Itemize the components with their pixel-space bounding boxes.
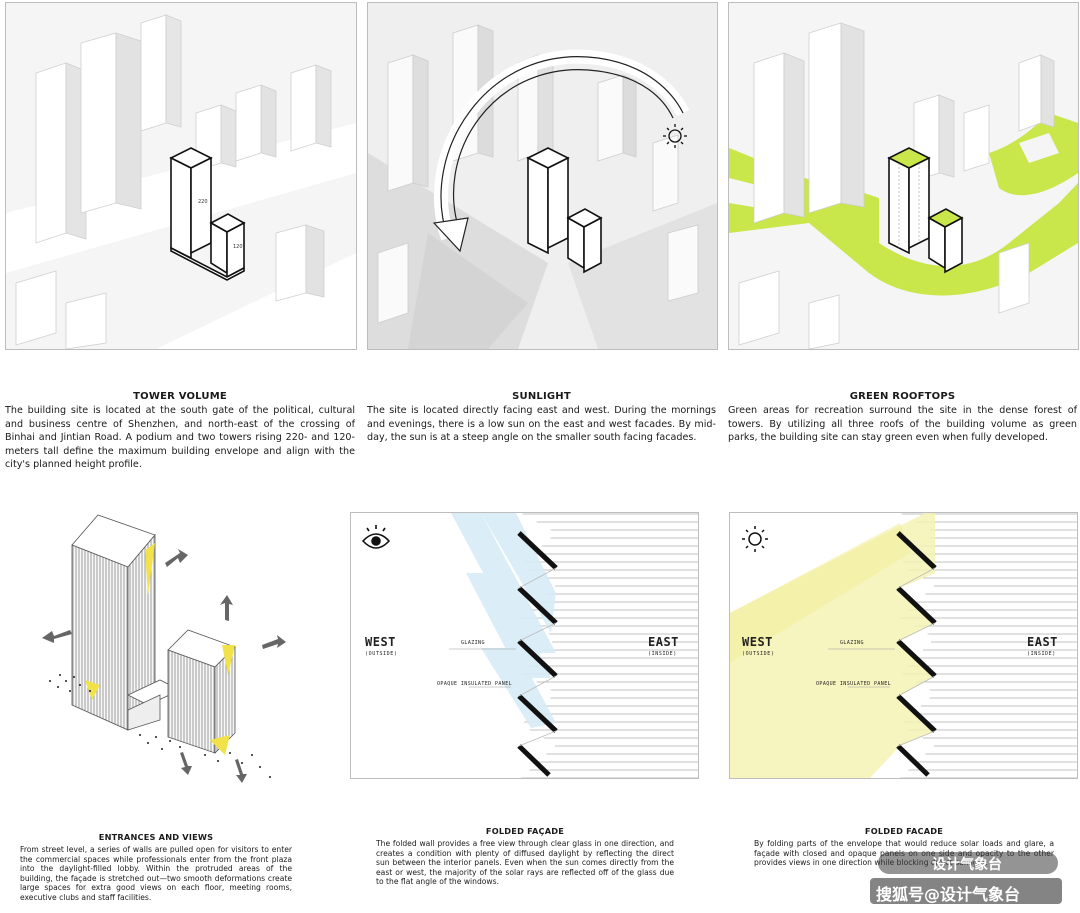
sun-icon (663, 124, 687, 148)
people-dots (49, 674, 271, 778)
folded-facade-sun-panel: WEST (OUTSIDE) EAST (INSIDE) GLAZING OPA… (729, 512, 1078, 779)
east-inside-label: (INSIDE) (1027, 651, 1056, 657)
green-rooftops-illustration (729, 3, 1078, 349)
watermark-bar (870, 878, 1062, 904)
west-outside-label: (OUTSIDE) (365, 651, 398, 657)
glazing-label: GLAZING (840, 640, 864, 646)
folded-facade-view-caption: FOLDED FAÇADE The folded wall provides a… (376, 826, 674, 887)
green-rooftops-caption: GREEN ROOFTOPS Green areas for recreatio… (728, 391, 1077, 445)
tower-volume-caption: TOWER VOLUME The building site is locate… (5, 391, 355, 472)
folded-facade-view-text: The folded wall provides a free view thr… (376, 839, 674, 887)
west-label: WEST (742, 635, 773, 649)
tower-volume-text: The building site is located at the sout… (5, 405, 355, 471)
entrances-views-title: ENTRANCES AND VIEWS (98, 832, 214, 842)
opaque-panel-label: OPAQUE INSULATED PANEL (437, 681, 513, 687)
green-rooftops-text: Green areas for recreation surround the … (728, 405, 1077, 444)
sunlight-panel (367, 2, 718, 350)
entrances-views-text: From street level, a series of walls are… (20, 845, 292, 902)
west-outside-label: (OUTSIDE) (742, 651, 775, 657)
watermark: 设计气象台 搜狐号@设计气象台 (870, 848, 1070, 908)
tower-volume-panel: 220 120 (5, 2, 357, 350)
entrances-views-caption: ENTRANCES AND VIEWS From street level, a… (20, 832, 292, 903)
sun-icon (742, 526, 768, 552)
tower-volume-illustration: 220 120 (6, 3, 356, 349)
opaque-panel-label: OPAQUE INSULATED PANEL (816, 681, 892, 687)
eye-icon (361, 525, 391, 549)
east-label: EAST (1027, 635, 1058, 649)
tower-height-220: 220 (198, 199, 208, 205)
sunlight-text: The site is located directly facing east… (367, 405, 716, 444)
watermark-line2: 搜狐号@设计气象台 (876, 885, 1021, 904)
green-rooftops-title: GREEN ROOFTOPS (849, 391, 956, 402)
sunlight-illustration (368, 3, 717, 349)
east-label: EAST (648, 635, 679, 649)
tower-volume-title: TOWER VOLUME (133, 391, 227, 402)
east-inside-label: (INSIDE) (648, 651, 677, 657)
folded-facade-view-panel: WEST (OUTSIDE) EAST (INSIDE) GLAZING OPA… (350, 512, 699, 779)
watermark-badge (878, 852, 1058, 874)
glazing-label: GLAZING (461, 640, 485, 646)
green-rooftops-panel (728, 2, 1079, 350)
west-label: WEST (365, 635, 396, 649)
entrances-views-diagram (30, 505, 330, 805)
watermark-line1: 设计气象台 (932, 857, 1002, 873)
folded-facade-view-title: FOLDED FAÇADE (485, 826, 565, 836)
folded-facade-sun-title: FOLDED FACADE (864, 826, 944, 836)
sunlight-caption: SUNLIGHT The site is located directly fa… (367, 391, 716, 445)
tower-height-120: 120 (233, 244, 243, 250)
sunlight-title: SUNLIGHT (512, 391, 571, 402)
